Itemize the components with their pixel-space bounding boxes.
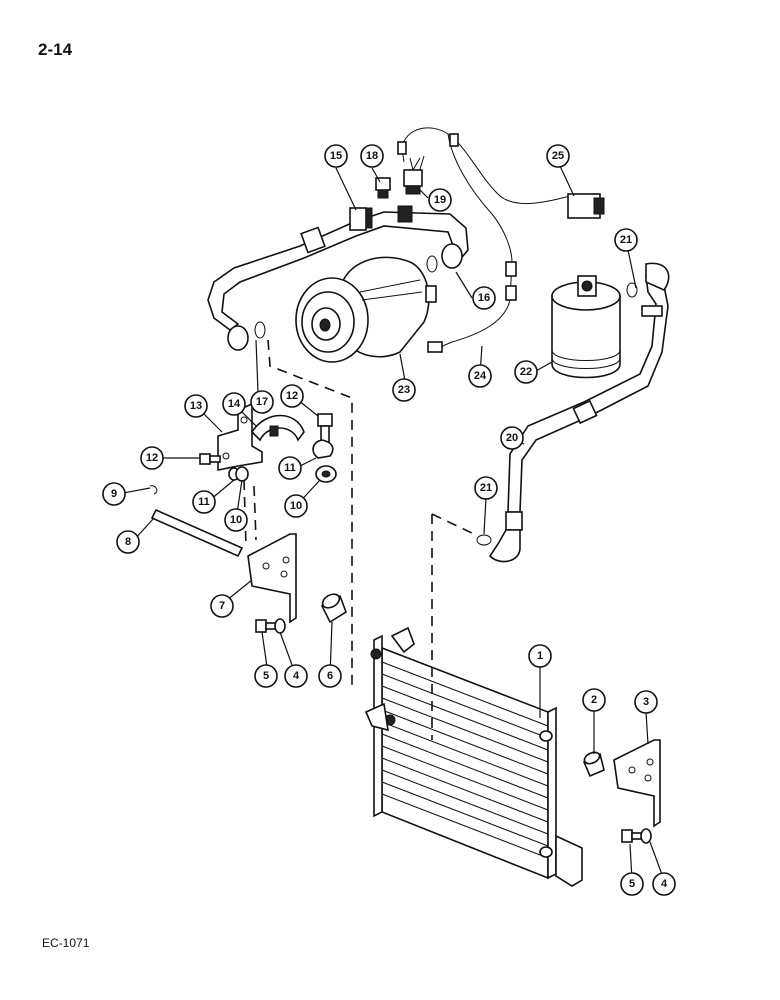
svg-text:9: 9 — [111, 488, 117, 500]
lockwasher-11-right — [312, 439, 334, 459]
nut-10-left — [235, 466, 249, 482]
callout-25: 25 — [546, 144, 570, 168]
svg-text:4: 4 — [293, 670, 300, 682]
hose-assembly-15 — [207, 205, 469, 351]
svg-text:24: 24 — [474, 370, 487, 382]
callout-18: 18 — [360, 144, 384, 168]
washer-4-right — [640, 828, 652, 844]
callout-14: 14 — [222, 392, 246, 416]
pin-9 — [149, 485, 158, 495]
svg-text:11: 11 — [198, 496, 210, 508]
svg-text:17: 17 — [256, 396, 268, 408]
callout-9: 9 — [102, 482, 126, 506]
clamp-14 — [250, 414, 305, 442]
cap-18 — [375, 177, 391, 199]
bracket-7 — [247, 533, 297, 624]
callout-4-left: 4 — [284, 664, 308, 688]
svg-text:16: 16 — [478, 292, 490, 304]
bolt-5-left — [255, 619, 267, 633]
svg-text:20: 20 — [506, 432, 518, 444]
callout-22: 22 — [514, 360, 538, 384]
svg-text:12: 12 — [146, 452, 158, 464]
svg-text:18: 18 — [366, 150, 378, 162]
callout-10-right: 10 — [284, 494, 308, 518]
bolt-12-left — [199, 453, 221, 465]
svg-text:8: 8 — [125, 536, 131, 548]
wiring-harness — [397, 127, 605, 353]
bolt-5-right — [621, 829, 633, 843]
hose-assembly-20 — [476, 262, 670, 563]
svg-text:25: 25 — [552, 150, 564, 162]
spacer-6 — [320, 593, 347, 624]
svg-text:22: 22 — [520, 366, 532, 378]
callout-15: 15 — [324, 144, 348, 168]
callout-12-left: 12 — [140, 446, 164, 470]
bolt-12-upper — [317, 413, 333, 443]
svg-text:21: 21 — [480, 482, 492, 494]
svg-text:12: 12 — [286, 390, 298, 402]
callout-1: 1 — [528, 644, 552, 668]
callout-10-left: 10 — [224, 508, 248, 532]
svg-text:15: 15 — [330, 150, 342, 162]
svg-text:5: 5 — [263, 670, 269, 682]
callout-11-left: 11 — [192, 490, 216, 514]
reference-code: EC-1071 — [42, 936, 90, 950]
callout-12-right: 12 — [280, 384, 304, 408]
spacer-2 — [582, 751, 605, 778]
page-number: 2-14 — [38, 40, 73, 59]
callout-24: 24 — [468, 364, 492, 388]
callout-6: 6 — [318, 664, 342, 688]
callout-5-left: 5 — [254, 664, 278, 688]
svg-text:3: 3 — [643, 696, 649, 708]
compressor-23 — [295, 256, 437, 363]
assembly-lines — [243, 339, 475, 740]
callout-23: 23 — [392, 378, 416, 402]
callout-20: 20 — [500, 426, 524, 450]
pressure-switch-19 — [403, 157, 423, 195]
bracket-3 — [613, 739, 661, 828]
callout-4-right: 4 — [652, 872, 676, 896]
svg-text:11: 11 — [284, 462, 296, 474]
svg-text:1: 1 — [537, 650, 543, 662]
svg-text:5: 5 — [629, 878, 635, 890]
callout-5-right: 5 — [620, 872, 644, 896]
svg-text:19: 19 — [434, 194, 446, 206]
callout-19: 19 — [428, 188, 452, 212]
callout-7: 7 — [210, 594, 234, 618]
condenser-1 — [364, 626, 583, 887]
callout-17: 17 — [250, 390, 274, 414]
svg-text:6: 6 — [327, 670, 333, 682]
svg-text:7: 7 — [219, 600, 225, 612]
callout-8: 8 — [116, 530, 140, 554]
svg-text:10: 10 — [230, 514, 242, 526]
callout-16: 16 — [472, 286, 496, 310]
callout-3: 3 — [634, 690, 658, 714]
svg-text:2: 2 — [591, 694, 597, 706]
svg-text:4: 4 — [661, 878, 668, 890]
callout-13: 13 — [184, 394, 208, 418]
svg-text:23: 23 — [398, 384, 410, 396]
rod-8 — [150, 508, 244, 558]
callout-21-upper: 21 — [614, 228, 638, 252]
svg-text:14: 14 — [228, 398, 241, 410]
callout-2: 2 — [582, 688, 606, 712]
svg-text:10: 10 — [290, 500, 302, 512]
callout-21-lower: 21 — [474, 476, 498, 500]
callout-11-right: 11 — [278, 456, 302, 480]
washer-4-left — [274, 618, 286, 634]
receiver-drier-22 — [551, 275, 621, 379]
svg-text:13: 13 — [190, 400, 202, 412]
svg-text:21: 21 — [620, 234, 632, 246]
